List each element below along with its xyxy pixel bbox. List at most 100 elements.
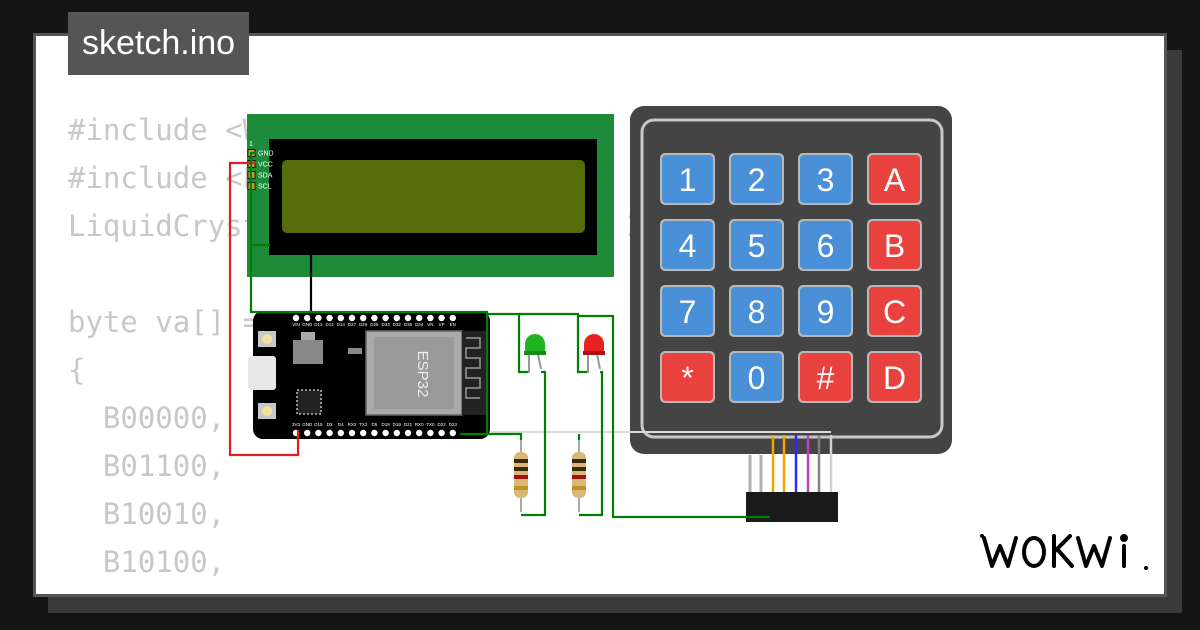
esp32-pin-label: D4	[338, 422, 344, 427]
key-A[interactable]: A	[867, 153, 922, 205]
resistor-1[interactable]	[514, 440, 528, 512]
key-2[interactable]: 2	[729, 153, 784, 205]
esp32-pin-label: D21	[404, 422, 413, 427]
key-label: 9	[817, 294, 835, 330]
esp32-pin-label: D14	[337, 322, 346, 327]
esp32-pin-vp[interactable]	[438, 314, 445, 322]
key-4[interactable]: 4	[660, 219, 715, 271]
key-B[interactable]: B	[867, 219, 922, 271]
esp32-pin-label: VP	[439, 322, 445, 327]
lcd-pin-label: SDA	[258, 173, 273, 180]
key-8[interactable]: 8	[729, 285, 784, 337]
key-*[interactable]: *	[660, 351, 715, 403]
esp32-pin-label: D25	[370, 322, 379, 327]
esp32-pin-label: D32	[393, 322, 402, 327]
key-0[interactable]: 0	[729, 351, 784, 403]
esp32-pin-d26[interactable]	[360, 314, 367, 322]
key-#[interactable]: #	[798, 351, 853, 403]
esp32-pin-label: D2	[327, 422, 333, 427]
esp32-pin-d4[interactable]	[337, 429, 344, 437]
esp32-pin-label: EN	[450, 322, 456, 327]
key-5[interactable]: 5	[729, 219, 784, 271]
esp32-pin-en[interactable]	[449, 314, 456, 322]
key-label: 2	[748, 162, 766, 198]
esp32-pin-label: D27	[348, 322, 357, 327]
esp32-pin-d14[interactable]	[337, 314, 344, 322]
esp32-pin-d23[interactable]	[449, 429, 456, 437]
key-label: 3	[817, 162, 835, 198]
esp32-pin-label: 3V3	[292, 422, 301, 427]
esp32-pin-d33[interactable]	[382, 314, 389, 322]
esp32-pin-vn[interactable]	[427, 314, 434, 322]
esp32-pin-d12[interactable]	[326, 314, 333, 322]
esp32-pin-label: RX0	[415, 422, 424, 427]
esp32-pin-label: D13	[314, 322, 323, 327]
key-3[interactable]: 3	[798, 153, 853, 205]
esp32-pin-label: D19	[393, 422, 402, 427]
esp32-pin-label: D23	[449, 422, 458, 427]
esp32-pin-d21[interactable]	[404, 429, 412, 437]
key-label: 1	[679, 162, 697, 198]
file-tab[interactable]: sketch.ino	[68, 12, 250, 75]
esp32-pin-d27[interactable]	[348, 314, 356, 322]
key-9[interactable]: 9	[798, 285, 853, 337]
key-label: A	[884, 162, 906, 198]
esp32-pin-label: D34	[415, 322, 424, 327]
resistor-2[interactable]	[572, 440, 586, 512]
esp32-pin-gnd[interactable]	[304, 429, 311, 437]
esp32-pin-label: TX0	[426, 422, 435, 427]
esp32-pin-d25[interactable]	[371, 314, 378, 322]
esp32-pin-label: D22	[437, 422, 446, 427]
esp32-pin-label: GND	[302, 322, 313, 327]
wokwi-logo	[980, 534, 1148, 570]
esp32-chip-label: ESP32	[414, 351, 431, 398]
key-1[interactable]: 1	[660, 153, 715, 205]
esp32-pin-d19[interactable]	[393, 429, 400, 437]
esp32-pin-label: D12	[325, 322, 334, 327]
esp32-pin-gnd[interactable]	[304, 314, 311, 322]
esp32-pin-label: D26	[359, 322, 368, 327]
esp32-pin-label: GND	[302, 422, 313, 427]
esp32-pin-label: D15	[314, 422, 323, 427]
esp32-pin-d2[interactable]	[326, 429, 333, 437]
esp32-pin-label: D18	[381, 422, 390, 427]
key-6[interactable]: 6	[798, 219, 853, 271]
esp32-pin-label: VN	[427, 322, 433, 327]
key-7[interactable]: 7	[660, 285, 715, 337]
key-label: C	[883, 294, 906, 330]
esp32-pin-label: VIN	[292, 322, 300, 327]
lcd-pin-label: GND	[258, 151, 274, 158]
esp32-pin-d22[interactable]	[438, 429, 445, 437]
esp32-pin-d18[interactable]	[382, 429, 389, 437]
esp32-pin-vin[interactable]	[292, 314, 300, 322]
lcd-pin-label: SCL	[258, 184, 272, 191]
esp32-pin-tx0[interactable]	[427, 429, 434, 437]
esp32-pin-d35[interactable]	[404, 314, 412, 322]
key-D[interactable]: D	[867, 351, 922, 403]
esp32-pin-rx0[interactable]	[416, 429, 423, 437]
esp32-pin-d13[interactable]	[315, 314, 322, 322]
key-label: 5	[748, 228, 766, 264]
key-label: B	[884, 228, 905, 264]
esp32-pin-d34[interactable]	[416, 314, 423, 322]
key-label: 0	[748, 360, 766, 396]
esp32-pin-d15[interactable]	[315, 429, 322, 437]
esp32-pin-label: D5	[372, 422, 378, 427]
esp32-pin-rx2[interactable]	[348, 429, 356, 437]
led-red[interactable]	[583, 334, 605, 373]
esp32-pin-d5[interactable]	[371, 429, 378, 437]
led-green[interactable]	[524, 334, 546, 373]
esp32-pin-label: TX2	[359, 422, 368, 427]
key-label: *	[681, 360, 693, 396]
key-label: D	[883, 360, 906, 396]
esp32-pin-label: D33	[381, 322, 390, 327]
esp32-pin-d32[interactable]	[393, 314, 400, 322]
esp32-pin-tx2[interactable]	[360, 429, 367, 437]
key-label: 6	[817, 228, 835, 264]
key-C[interactable]: C	[867, 285, 922, 337]
key-label: 4	[679, 228, 697, 264]
